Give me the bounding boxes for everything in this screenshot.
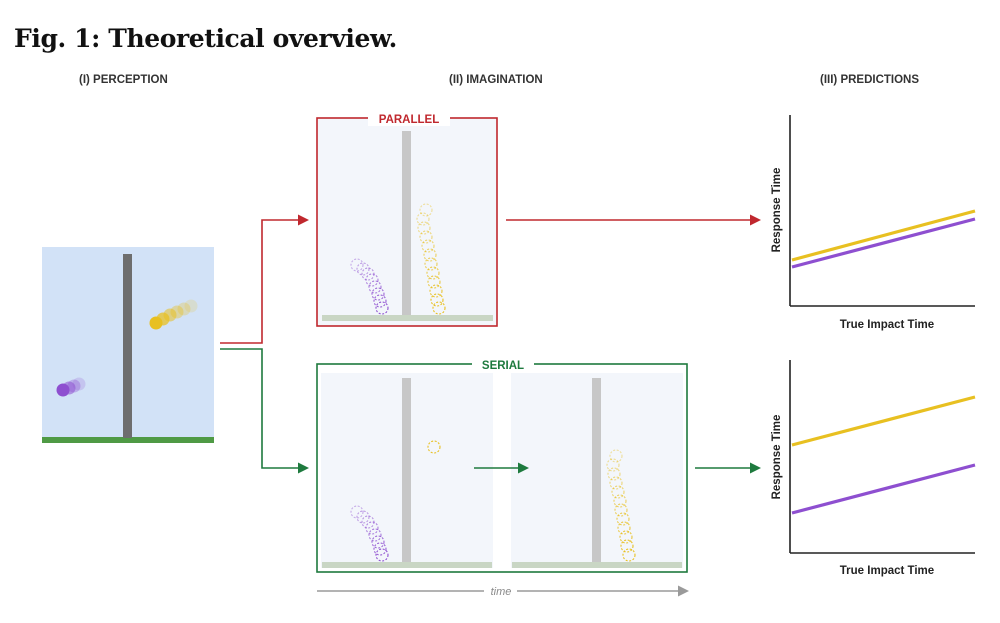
serial-step-1-occluder-pole (402, 378, 411, 562)
parallel-yellow-prediction-line (791, 209, 976, 262)
yellow-ball (149, 316, 163, 330)
imagination-heading: (II) IMAGINATION (449, 74, 543, 86)
occluder-pole (123, 254, 132, 438)
serial-chart-ylabel: Response Time (771, 415, 783, 500)
serial-step-2-occluder-pole (592, 378, 601, 562)
serial-yellow-ball-waiting (427, 440, 441, 454)
time-label: time (491, 586, 512, 598)
serial-step-2 (511, 373, 683, 568)
time-axis: time (317, 585, 689, 598)
serial-step-1-ground (322, 562, 492, 568)
serial-step-1 (321, 373, 493, 568)
time-axis-arrow-head (678, 585, 689, 597)
arrow-to-serial (220, 348, 300, 469)
yellow-ball-motion-trail (156, 299, 198, 326)
parallel-label-background (368, 110, 450, 126)
serial-purple-trajectory (350, 505, 389, 562)
parallel-chart-ylabel: Response Time (771, 168, 783, 253)
serial-chart-xlabel: True Impact Time (840, 565, 934, 577)
arrow-head-serial (298, 462, 309, 474)
serial-purple-prediction-line (791, 463, 976, 515)
ground (42, 437, 214, 443)
prediction-chart-parallel: True Impact Time Response Time (771, 115, 976, 331)
prediction-arrows (506, 214, 761, 474)
serial-yellow-prediction-line (791, 395, 976, 447)
arrow-head-parallel (298, 214, 309, 226)
arrow-head-serial-prediction (750, 462, 761, 474)
serial-step-2-ground (512, 562, 682, 568)
arrow-to-parallel (220, 219, 300, 344)
prediction-chart-serial: True Impact Time Response Time (771, 360, 976, 577)
perception-scene (42, 247, 214, 443)
serial-step-arrow-head (518, 462, 529, 474)
parallel-occluder-pole (402, 131, 411, 315)
parallel-purple-trajectory (350, 258, 389, 315)
figure-title: Fig. 1: Theoretical overview. (14, 24, 397, 53)
serial-label-background (472, 356, 534, 372)
parallel-label: PARALLEL (379, 114, 439, 126)
predictions-heading: (III) PREDICTIONS (820, 74, 920, 86)
parallel-yellow-trajectory (416, 203, 446, 315)
parallel-purple-prediction-line (791, 217, 976, 269)
serial-simulation-box: SERIAL (316, 356, 688, 573)
serial-yellow-trajectory (606, 449, 636, 562)
serial-step-gap (493, 373, 511, 568)
purple-ball (56, 383, 70, 397)
parallel-chart-xlabel: True Impact Time (840, 319, 934, 331)
arrow-head-parallel-prediction (750, 214, 761, 226)
perception-heading: (I) PERCEPTION (79, 74, 168, 86)
parallel-ground (322, 315, 493, 321)
parallel-simulation-box: PARALLEL (316, 110, 498, 327)
routing-arrows (220, 214, 309, 474)
serial-label: SERIAL (482, 360, 524, 372)
